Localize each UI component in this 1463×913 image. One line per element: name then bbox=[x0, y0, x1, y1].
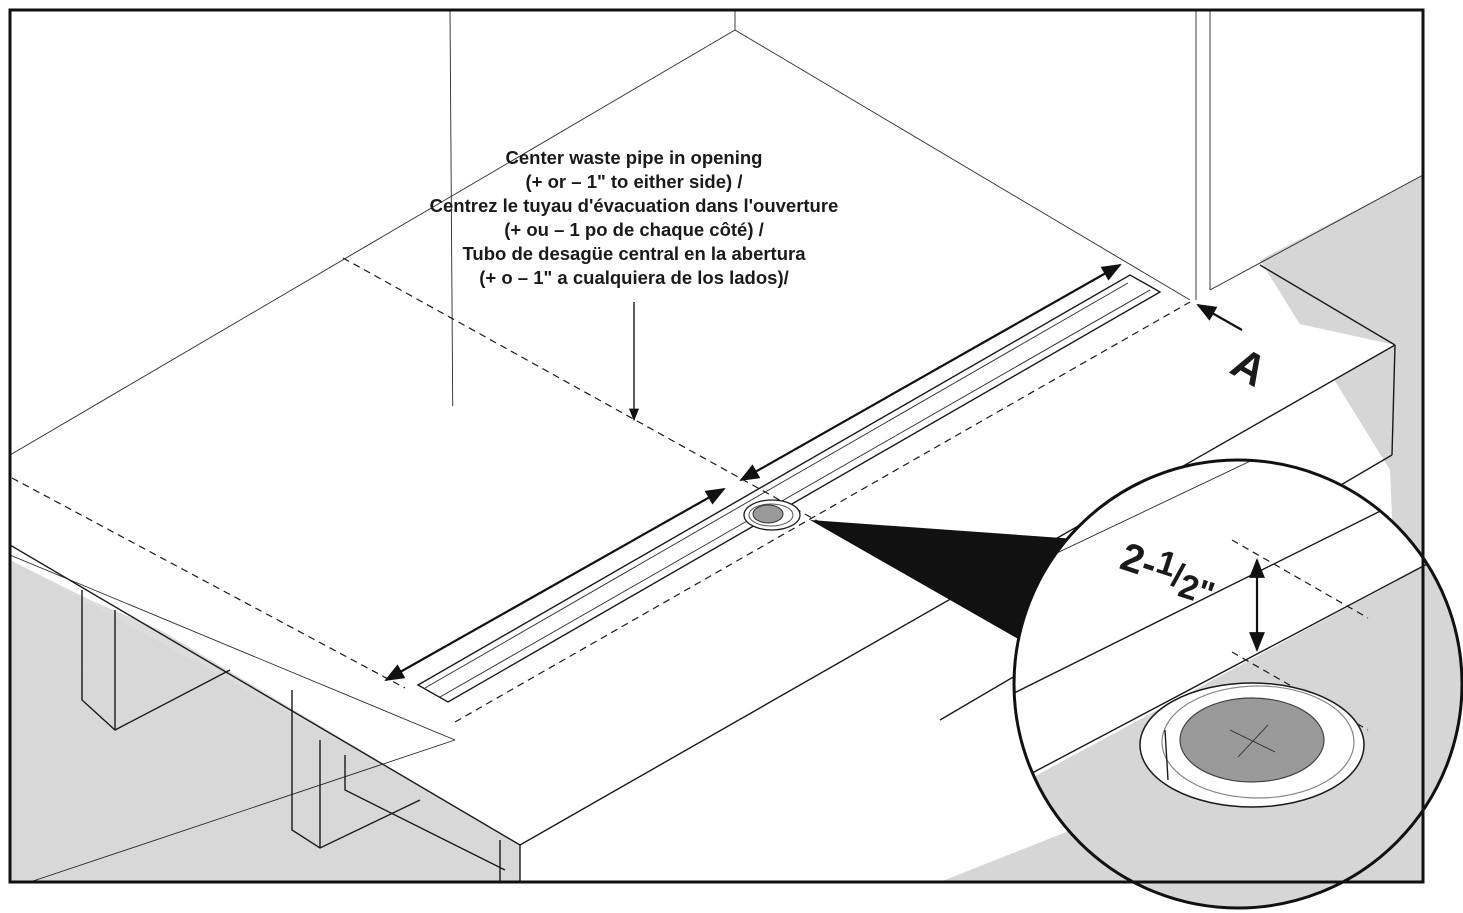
callout-line-3: Centrez le tuyau d'évacuation dans l'ouv… bbox=[430, 195, 839, 216]
callout-line-6: (+ o – 1" a cualquiera de los lados)/ bbox=[479, 267, 789, 288]
magnifier-pointer bbox=[810, 520, 1090, 640]
waste-pipe-opening bbox=[743, 499, 801, 531]
magnified-detail: 2-1/2" bbox=[1012, 458, 1463, 910]
drain-length-arrows bbox=[384, 264, 1122, 681]
figure-frame bbox=[8, 8, 1425, 884]
centerlines bbox=[11, 257, 1191, 723]
callout-line-1: Center waste pipe in opening bbox=[506, 147, 763, 168]
callout-line-4: (+ ou – 1 po de chaque côté) / bbox=[504, 219, 764, 240]
callout-line-2: (+ or – 1" to either side) / bbox=[526, 171, 743, 192]
callout-line-5: Tubo de desagüe central en la abertura bbox=[462, 243, 806, 264]
callout-text-block: Center waste pipe in opening (+ or – 1" … bbox=[430, 147, 839, 288]
